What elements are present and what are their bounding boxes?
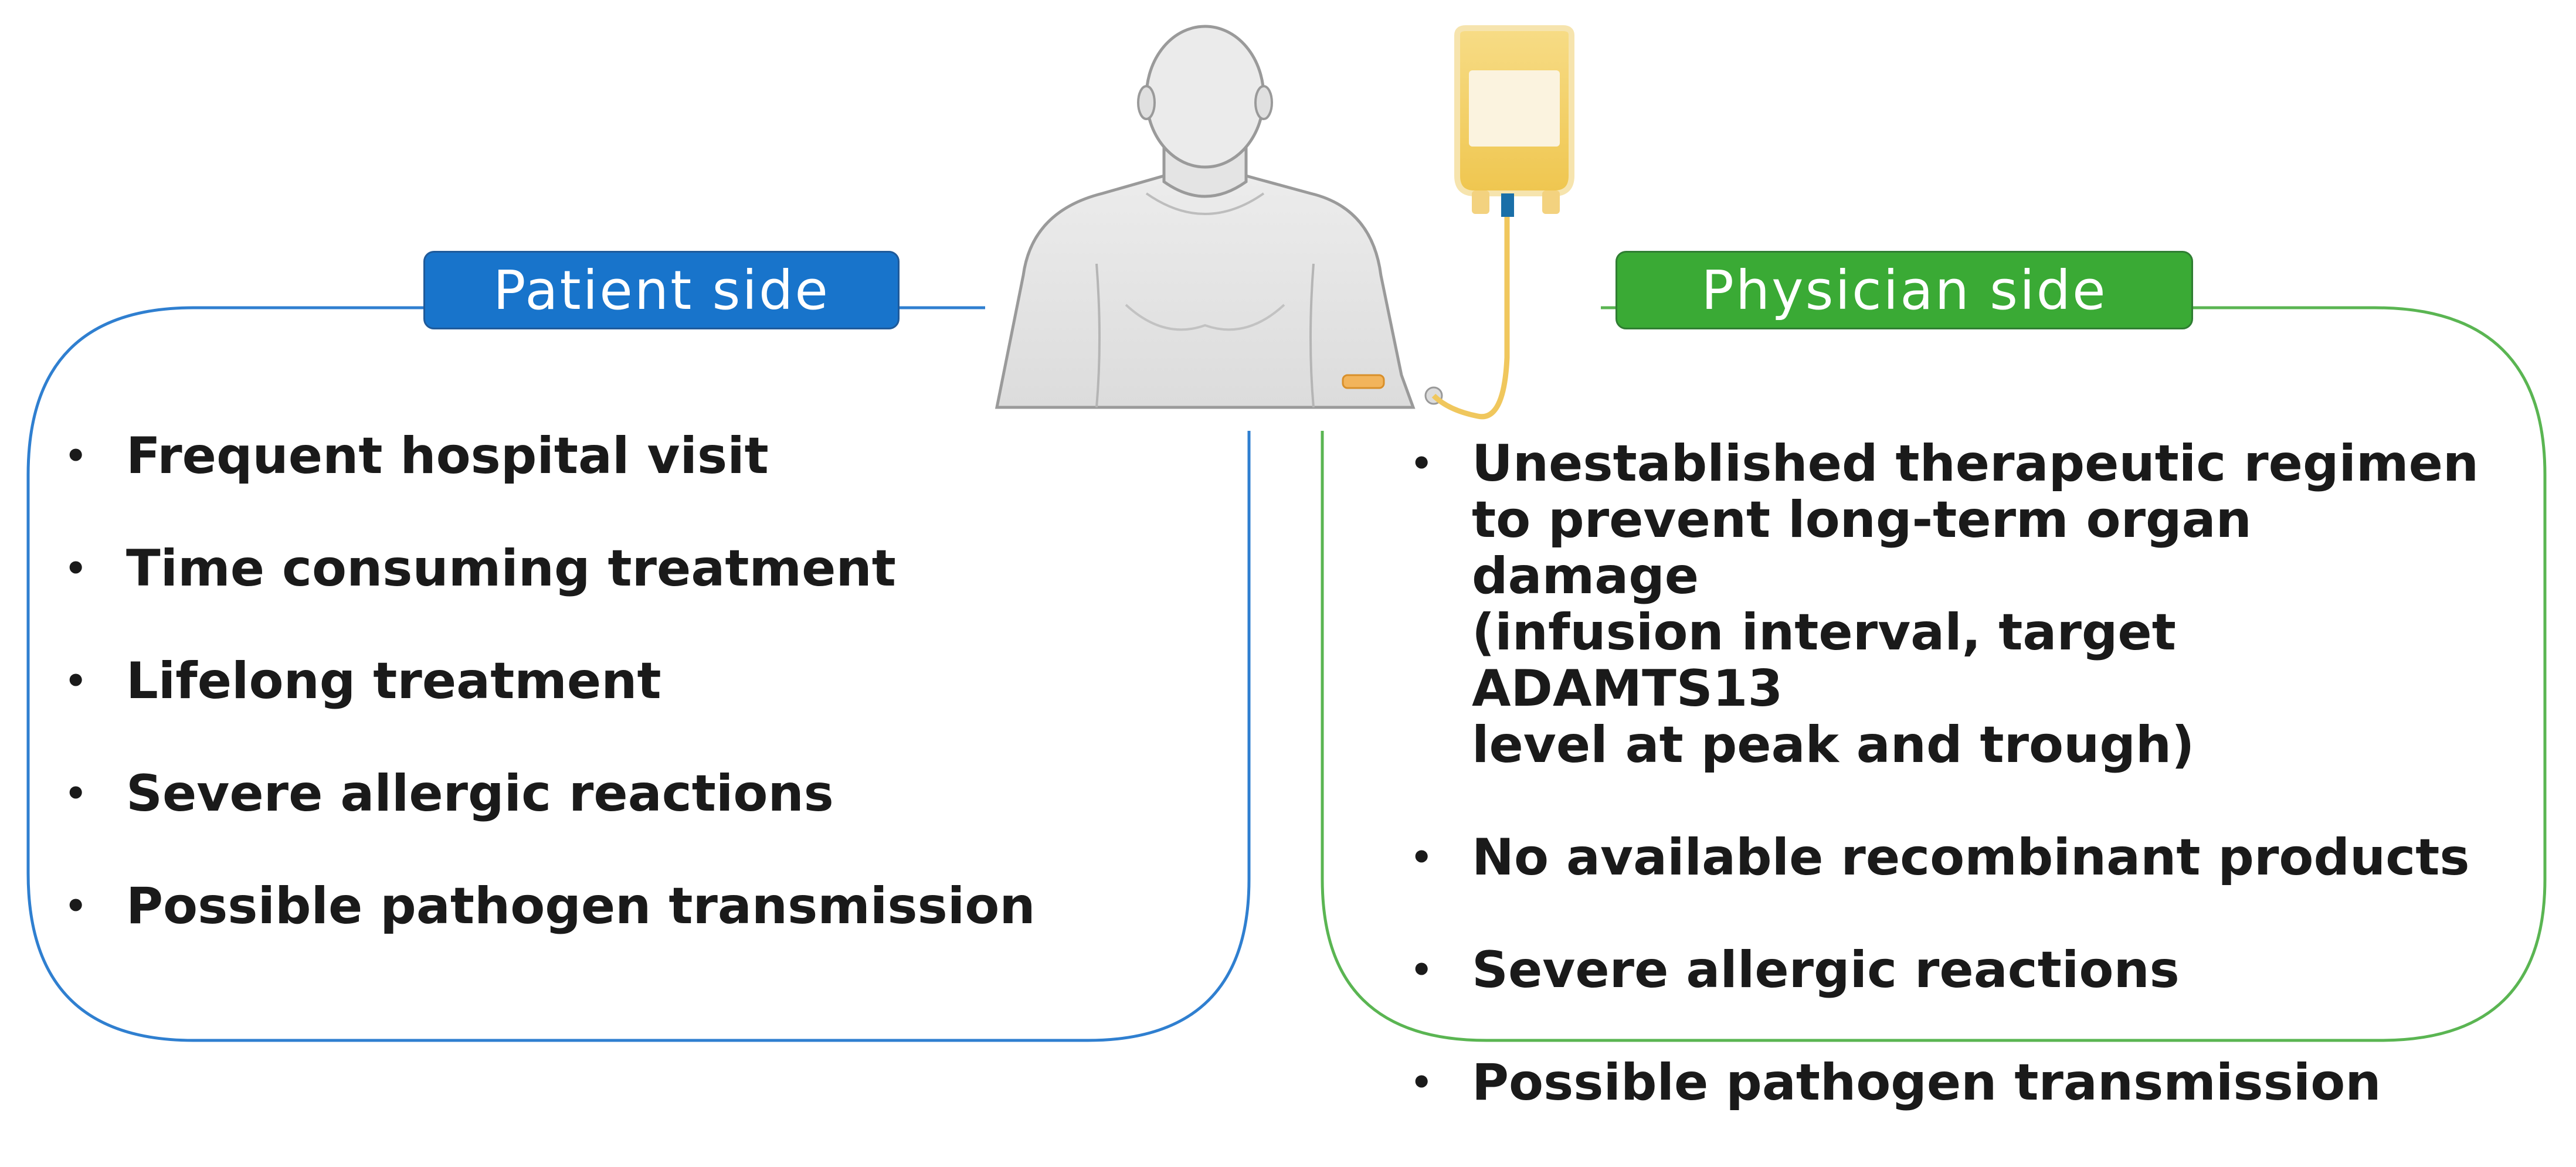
list-item: •Possible pathogen transmission	[65, 877, 1036, 935]
patient-silhouette-icon	[995, 25, 1443, 409]
bullet-icon: •	[1410, 950, 1433, 991]
list-item: •Frequent hospital visit	[65, 427, 769, 485]
list-item: •Lifelong treatment	[65, 652, 661, 710]
panel-outlines	[26, 306, 2547, 1042]
bullet-icon: •	[65, 436, 87, 477]
list-item: •Possible pathogen transmission	[1410, 1053, 2381, 1112]
physician-side-list: • Unestablished therapeutic regimen to p…	[1410, 436, 2495, 1167]
patient-panel-border	[26, 306, 1251, 1042]
bullet-icon: •	[1410, 1062, 1433, 1103]
physician-side-title: Physician side	[1615, 251, 2193, 329]
bullet-icon: •	[65, 548, 87, 589]
bullet-icon: •	[1410, 837, 1433, 878]
list-item: •No available recombinant products	[1410, 828, 2470, 887]
physician-panel-border	[1321, 306, 2547, 1042]
bullet-icon: •	[65, 886, 87, 927]
bullet-icon: •	[65, 661, 87, 702]
patient-illustration	[995, 25, 1574, 420]
list-item: •Time consuming treatment	[65, 539, 896, 598]
patient-side-list: •Frequent hospital visit •Time consuming…	[65, 428, 1237, 991]
list-item: •Severe allergic reactions	[65, 764, 834, 823]
patient-side-title: Patient side	[423, 251, 900, 329]
physician-side-title-text: Physician side	[1701, 258, 2107, 322]
bullet-icon: •	[65, 773, 87, 814]
list-item: •Severe allergic reactions	[1410, 941, 2180, 999]
bullet-icon: •	[1410, 443, 1433, 484]
infusion-bag-icon	[1431, 25, 1574, 420]
patient-side-title-text: Patient side	[493, 258, 830, 322]
list-item: • Unestablished therapeutic regimen to p…	[1410, 434, 2479, 774]
